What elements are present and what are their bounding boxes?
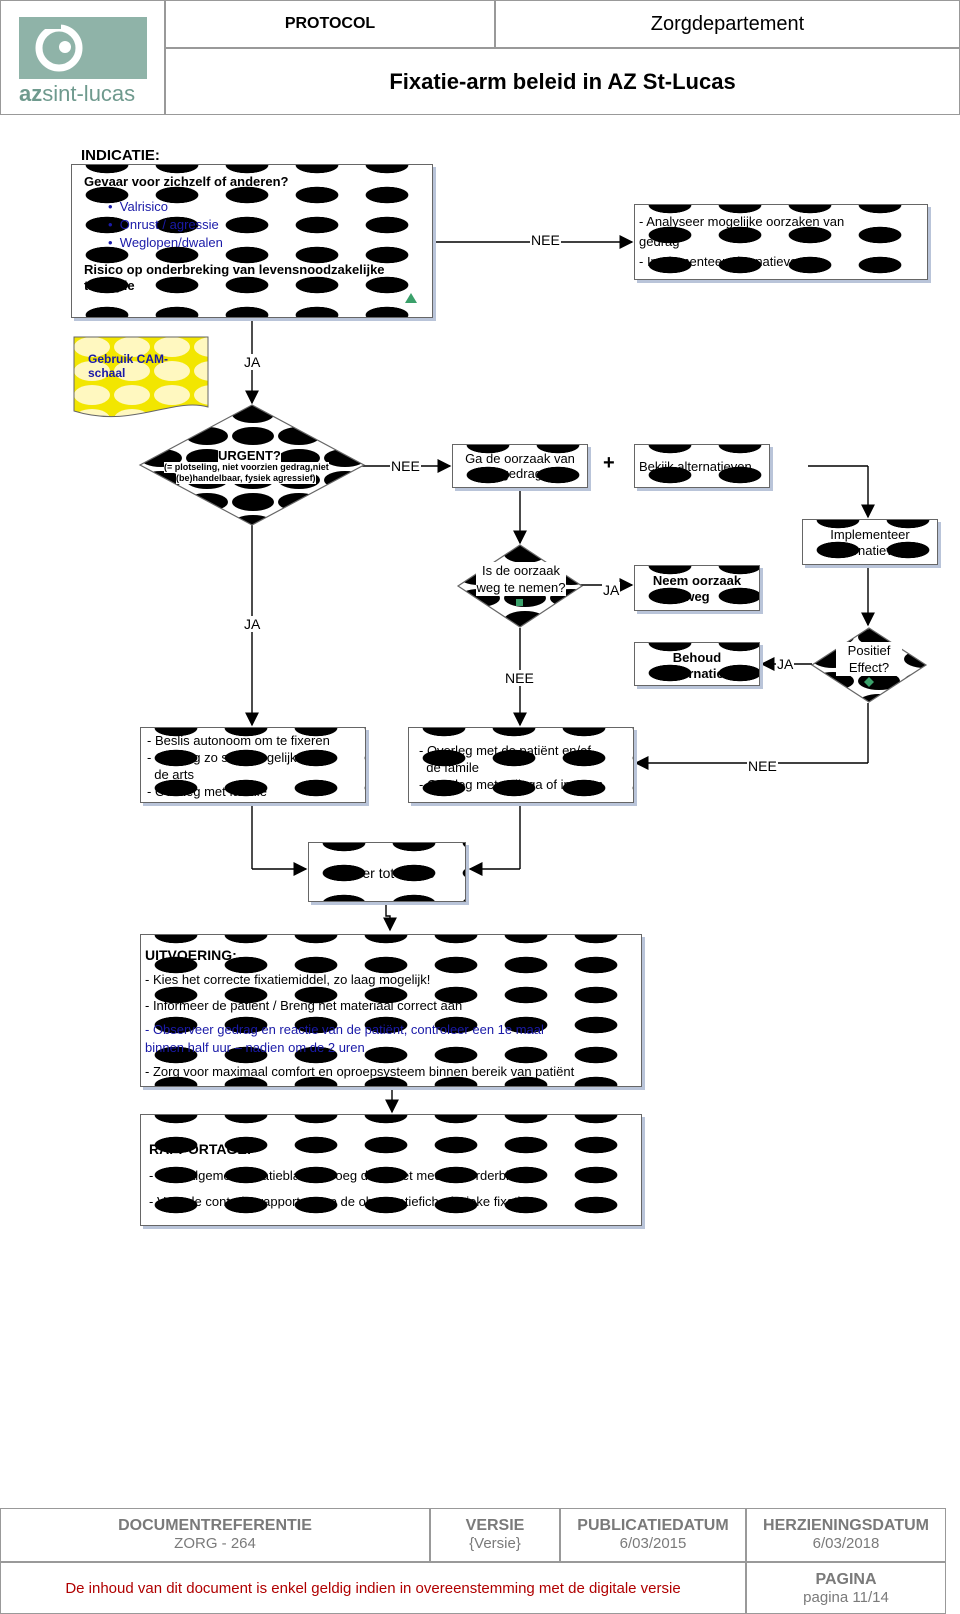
logo-text-rest: sint-lucas: [42, 81, 136, 106]
uitvoering-line3b: binnen half uur – nadien om de 2 uren: [145, 1040, 365, 1055]
label-ja-indicatie: JA: [243, 354, 262, 370]
analyse-box: - Analyseer mogelijke oorzaken van gedra…: [634, 204, 928, 280]
triangle-marker-icon: [405, 293, 417, 303]
oorzaak-na-line1: Ga de oorzaak van: [465, 451, 575, 466]
pagina-value: pagina 11/14: [803, 1589, 889, 1606]
uitvoering-box: UITVOERING: - Kies het correcte fixatiem…: [140, 934, 642, 1087]
label-nee-positief: NEE: [747, 758, 778, 774]
plus-sign: +: [603, 452, 615, 474]
uitvoering-heading: UITVOERING:: [145, 947, 237, 963]
pub-value: 6/03/2015: [619, 1535, 687, 1552]
indicatie-risk-line1: Risico op onderbreking van levensnoodzak…: [84, 262, 385, 277]
beslis-line2: - Overleg zo snel mogelijk met: [147, 750, 322, 765]
footer-herziening: HERZIENINGSDATUM 6/03/2018: [746, 1508, 946, 1562]
indicatie-heading: INDICATIE:: [81, 147, 160, 164]
document-header: azsint-lucas PROTOCOL Zorgdepartement Fi…: [0, 0, 960, 115]
overleg-line2: de famile: [419, 760, 479, 775]
footer-versie: VERSIE {Versie}: [430, 1508, 560, 1562]
docref-value: ZORG - 264: [174, 1535, 256, 1552]
footer-pagina: PAGINA pagina 11/14: [746, 1562, 946, 1614]
overleg-line3: - Overleg met collega of in team: [419, 777, 604, 792]
pagina-label: PAGINA: [815, 1571, 877, 1588]
behoud-line1: Behoud: [672, 650, 722, 665]
label-nee-wegnemen: NEE: [504, 670, 535, 686]
footer-docref: DOCUMENTREFERENTIE ZORG - 264: [0, 1508, 430, 1562]
beslis-line1: - Beslis autonoom om te fixeren: [147, 733, 330, 748]
versie-value: {Versie}: [469, 1535, 521, 1552]
beslis-box: - Beslis autonoom om te fixeren - Overle…: [140, 727, 366, 803]
pub-label: PUBLICATIEDATUM: [577, 1517, 729, 1534]
label-nee-indicatie: NEE: [530, 232, 561, 248]
herz-value: 6/03/2018: [812, 1535, 880, 1552]
urgent-sub1: (= plotseling, niet voorzien gedrag,niet: [164, 462, 329, 473]
label-ja-positief: JA: [776, 656, 795, 672]
analyse-line2: gedrag: [639, 234, 680, 249]
indicatie-bullet-1: • Valrisico: [108, 199, 168, 214]
urgent-sub2: (be)handelbaar, fysiek agressief): [176, 473, 316, 484]
analyse-line1: - Analyseer mogelijke oorzaken van: [639, 214, 845, 229]
indicatie-risk-line2: therapie: [84, 278, 135, 293]
logo-cell: azsint-lucas: [0, 0, 165, 115]
rapportage-line2: - Voor de controle: rapporteer op de obs…: [149, 1194, 528, 1209]
uitvoering-line1: - Kies het correcte fixatiemiddel, zo la…: [145, 972, 431, 987]
indicatie-bullet-3: • Weglopen/dwalen: [108, 235, 223, 250]
neem-line1: Neem oorzaak: [652, 573, 742, 588]
cam-label: Gebruik CAM-schaal: [88, 352, 169, 380]
uitvoering-line2: - Informeer de patiënt / Breng het mater…: [145, 998, 463, 1013]
document-footer: DOCUMENTREFERENTIE ZORG - 264 VERSIE {Ve…: [0, 1508, 960, 1614]
neem-line2: weg: [684, 589, 710, 604]
indicatie-bullet-2: • Onrust / agressie: [108, 217, 219, 232]
logo-text: azsint-lucas: [19, 81, 135, 107]
indicatie-question: Gevaar voor zichzelf of anderen?: [84, 174, 289, 189]
behoud-alternatief-box: Behoud alternatief: [634, 642, 760, 686]
arrow-fixatie-uitvoering: [383, 902, 397, 932]
implementeer-box: Implementeer alternatieven: [802, 519, 938, 565]
rapportage-box: RAPPORTAGE: - Start algemeen fixatieblad…: [140, 1114, 642, 1226]
cam-document-shape: [73, 336, 209, 418]
bekijk-box: Bekijk alternatieven: [634, 444, 770, 488]
oorzaak-na-line2: het gedrag na: [479, 466, 561, 481]
label-ja-wegnemen: JA: [602, 582, 621, 598]
label-nee-urgent: NEE: [390, 458, 421, 474]
oorzaak-na-box: Ga de oorzaak van het gedrag na: [452, 444, 588, 488]
herz-label: HERZIENINGSDATUM: [763, 1517, 929, 1534]
rapportage-heading: RAPPORTAGE:: [149, 1141, 252, 1157]
beslis-line4: - Overleg met familie: [147, 784, 267, 799]
fixatie-label: Ga over tot fixatie: [325, 865, 435, 881]
fixatie-box: Ga over tot fixatie: [308, 842, 466, 902]
docref-label: DOCUMENTREFERENTIE: [118, 1517, 312, 1534]
implementeer-line1: Implementeer: [830, 527, 910, 542]
neem-oorzaak-weg-box: Neem oorzaak weg: [634, 565, 760, 611]
urgent-title: URGENT?: [218, 447, 281, 464]
beslis-line3: de arts: [147, 767, 194, 782]
overleg-line1: - Overleg met de patiënt en/of: [419, 743, 591, 758]
page-title: Fixatie-arm beleid in AZ St-Lucas: [165, 48, 960, 115]
analyse-line3: - Implementeer alternatieven: [639, 254, 805, 269]
footer-notice: De inhoud van dit document is enkel geld…: [0, 1562, 746, 1614]
footer-publicatie: PUBLICATIEDATUM 6/03/2015: [560, 1508, 746, 1562]
label-ja-urgent: JA: [243, 616, 262, 632]
logo-mark: [19, 17, 147, 79]
logo-text-bold: az: [19, 81, 43, 106]
indicatie-box: Gevaar voor zichzelf of anderen? • Valri…: [71, 164, 433, 318]
implementeer-line2: alternatieven: [832, 543, 908, 558]
uitvoering-line3a: - Observeer gedrag en reactie van de pat…: [145, 1022, 544, 1037]
bekijk-label: Bekijk alternatieven: [639, 459, 752, 474]
protocol-label: PROTOCOL: [165, 0, 495, 48]
eye-logo-icon: [19, 17, 83, 72]
behoud-line2: alternatief: [665, 666, 729, 681]
uitvoering-line4: - Zorg voor maximaal comfort en oproepsy…: [145, 1064, 575, 1079]
rapportage-line1: - Start algemeen fixatieblad en voeg dit…: [149, 1168, 524, 1183]
overleg-box: - Overleg met de patiënt en/of de famile…: [408, 727, 634, 803]
versie-label: VERSIE: [465, 1517, 525, 1534]
